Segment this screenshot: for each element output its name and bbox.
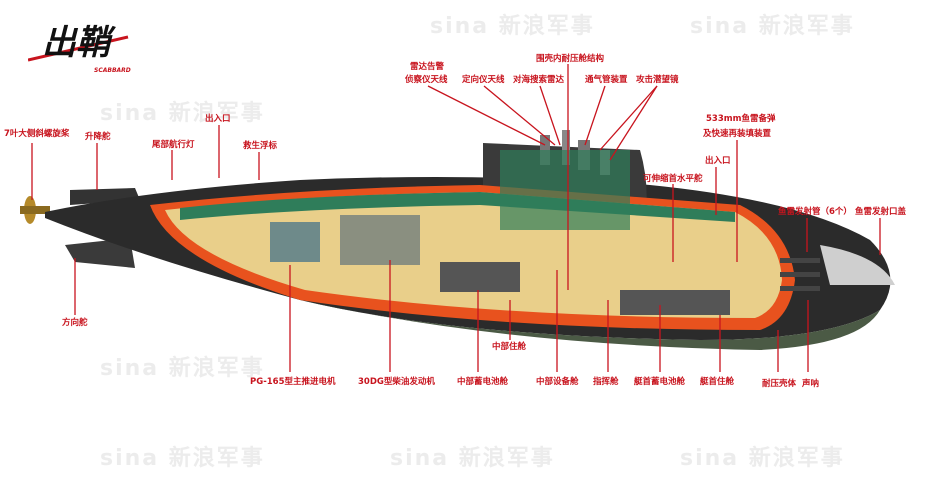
logo: 出鞘 SCABBARD <box>28 15 138 80</box>
label-hatch-aft: 出入口 <box>205 114 231 124</box>
rudder-icon <box>65 238 135 268</box>
label-mid-battery: 中部蓄电池舱 <box>457 377 509 387</box>
label-df-antenna: 定向仪天线 <box>462 75 505 85</box>
propeller-icon <box>20 196 50 224</box>
logo-title: 出鞘 <box>42 23 110 63</box>
label-bow-quarters: 艇首住舱 <box>700 377 735 387</box>
label-radar-warning-2: 侦察仪天线 <box>405 75 448 85</box>
label-sonar: 声呐 <box>802 379 820 389</box>
watermark: sina 新浪军事 <box>390 446 555 471</box>
label-torpedo-reserve: 533mm鱼雷备弹 <box>706 114 776 124</box>
watermark: sina 新浪军事 <box>100 356 265 381</box>
label-rescue-buoy: 救生浮标 <box>243 141 278 151</box>
logo-subtitle: SCABBARD <box>94 67 131 74</box>
label-sail-pressure-hull: 围壳内耐压舱结构 <box>536 54 605 64</box>
label-torpedo-reserve-2: 及快速再装填装置 <box>703 129 772 139</box>
label-motor: PG-165型主推进电机 <box>250 377 336 387</box>
label-snorkel: 通气管装置 <box>585 75 628 85</box>
watermark: sina 新浪军事 <box>430 14 595 39</box>
label-pressure-hull: 耐压壳体 <box>762 379 797 389</box>
label-stern-light: 尾部航行灯 <box>152 140 195 150</box>
label-bow-planes: 可伸缩首水平舵 <box>643 174 703 184</box>
watermark: sina 新浪军事 <box>690 14 855 39</box>
label-mid-equipment: 中部设备舱 <box>536 377 579 387</box>
bow-dome <box>820 245 895 285</box>
watermark: sina 新浪军事 <box>100 446 265 471</box>
label-surface-radar: 对海搜索雷达 <box>513 75 565 85</box>
label-elevator: 升降舵 <box>85 132 111 142</box>
label-rudder: 方向舵 <box>62 318 88 328</box>
logo-slash-icon <box>28 35 129 62</box>
label-diesel: 30DG型柴油发动机 <box>358 377 435 387</box>
watermark: sina 新浪军事 <box>680 446 845 471</box>
label-mid-quarters: 中部住舱 <box>492 342 527 352</box>
label-bow-battery: 艇首蓄电池舱 <box>634 377 686 387</box>
leader-lines <box>31 64 881 372</box>
label-attack-periscope: 攻击潜望镜 <box>636 75 679 85</box>
label-hatch-fwd: 出入口 <box>705 156 731 166</box>
label-command: 指挥舱 <box>593 377 619 387</box>
watermark: sina 新浪军事 <box>100 101 265 126</box>
hull-bottom <box>300 300 880 350</box>
label-propeller: 7叶大侧斜螺旋桨 <box>4 129 70 139</box>
label-tube-doors: 鱼雷发射口盖 <box>855 207 907 217</box>
label-radar-warning: 雷达告警 <box>410 62 445 72</box>
label-torpedo-tubes: 鱼雷发射管（6个） <box>778 207 852 217</box>
